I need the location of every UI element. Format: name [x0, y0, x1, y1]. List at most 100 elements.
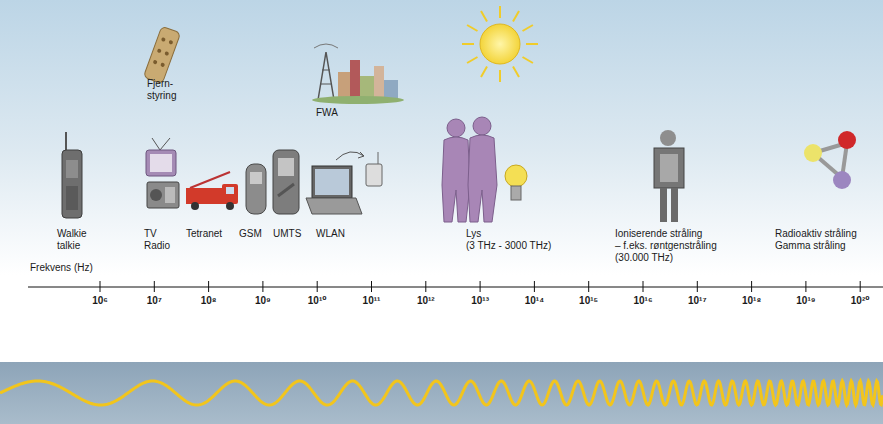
sun-ray [523, 57, 533, 63]
wlan-device-icon-part [336, 152, 364, 160]
frequency-axis [28, 287, 883, 288]
tick-label: 10¹⁰ [308, 295, 327, 307]
xray-person-icon [654, 130, 684, 222]
wave-line [0, 381, 883, 405]
molecule-icon [804, 131, 856, 189]
axis-ticks [100, 281, 860, 292]
band-label: Lys (3 THz - 3000 THz) [466, 228, 551, 252]
sun-ray [499, 6, 501, 18]
label-line: Gamma stråling [775, 240, 857, 252]
wlan-device-icon [336, 152, 382, 186]
axis-tick [154, 281, 155, 292]
remote-control-icon-part [160, 62, 165, 67]
tick-label: 10¹³ [471, 295, 489, 307]
sun-ray [499, 70, 501, 82]
axis-tick [534, 281, 535, 292]
label-line: GSM [239, 228, 262, 240]
city-fwa-icon-part [320, 84, 332, 85]
city-fwa-icon [312, 44, 404, 104]
sun-ray [467, 25, 477, 31]
label-line: Tetranet [186, 228, 222, 240]
city-fwa-icon-part [318, 52, 334, 100]
axis-tick [371, 281, 372, 292]
device-label: GSM [239, 228, 262, 240]
label-line: Radio [144, 240, 170, 252]
sun-ray [481, 11, 487, 21]
sun-ray [481, 67, 487, 77]
band-label: Ioniserende stråling – f.eks. røntgenstr… [615, 228, 717, 264]
tick-label: 10¹⁴ [525, 295, 544, 307]
umts-phone-icon [273, 150, 299, 214]
label-line: Radioaktiv stråling [775, 228, 857, 240]
walkie-talkie-icon [62, 132, 82, 218]
city-fwa-icon-part [338, 72, 350, 100]
axis-tick [751, 281, 752, 292]
device-label: Walkie talkie [57, 228, 87, 252]
device-label: TV Radio [144, 228, 170, 252]
people-icon-part [442, 137, 470, 222]
label-line: WLAN [316, 228, 345, 240]
tick-label: 10⁶ [92, 295, 108, 307]
remote-control-icon-part [157, 48, 162, 53]
tick-label: 10¹¹ [363, 295, 381, 307]
light-bulb-icon [505, 165, 527, 200]
axis-tick [805, 281, 806, 292]
sun-ray [513, 67, 519, 77]
label-line: (30.000 THz) [615, 252, 717, 264]
fire-truck-icon-part [222, 184, 238, 204]
fire-truck-icon-part [186, 188, 224, 204]
device-label: Tetranet [186, 228, 222, 240]
city-fwa-icon-part [314, 44, 338, 48]
axis-tick [697, 281, 698, 292]
wave-band [0, 362, 883, 424]
device-label: FWA [316, 107, 338, 119]
remote-control-icon-part [164, 51, 169, 56]
umts-phone-icon-part [278, 184, 294, 196]
xray-person-icon-part [660, 188, 667, 222]
remote-control-icon [143, 26, 180, 84]
people-icon-part [473, 117, 491, 135]
fire-truck-icon-part [226, 187, 234, 194]
device-label: Fjern- styring [147, 78, 176, 102]
axis-tick [425, 281, 426, 292]
label-line: FWA [316, 107, 338, 119]
sun-ray [467, 57, 477, 63]
people-icon [442, 117, 497, 222]
city-fwa-icon-part [374, 66, 384, 100]
radio-icon [147, 182, 179, 208]
city-fwa-icon-part [322, 70, 330, 71]
people-icon-part [447, 119, 465, 137]
xray-person-icon-part [660, 130, 676, 146]
remote-control-icon-part [143, 26, 180, 84]
molecule-icon-part [804, 144, 822, 162]
walkie-talkie-icon-part [65, 132, 67, 152]
axis-tick [588, 281, 589, 292]
walkie-talkie-icon-part [66, 186, 78, 210]
tick-label: 10²⁰ [851, 295, 870, 307]
walkie-talkie-icon-part [66, 160, 78, 178]
molecule-icon-part [833, 171, 851, 189]
axis-tick [317, 281, 318, 292]
band-label: Radioaktiv stråling Gamma stråling [775, 228, 857, 252]
tick-label: 10¹⁵ [579, 295, 598, 307]
gsm-phone-icon-part [250, 172, 262, 184]
xray-person-icon-part [660, 154, 678, 182]
wlan-device-icon-part [378, 152, 379, 164]
city-fwa-icon-part [312, 96, 404, 104]
fire-truck-icon-part [191, 202, 199, 210]
axis-title: Frekvens (Hz) [30, 262, 93, 274]
tick-label: 10¹⁹ [796, 295, 815, 307]
sky-background [0, 0, 883, 275]
axis-tick [208, 281, 209, 292]
remote-control-icon-part [161, 37, 166, 42]
remote-control-icon-part [168, 40, 173, 45]
radio-icon-part [165, 187, 175, 203]
label-line: Fjern- [147, 78, 176, 90]
label-line: (3 THz - 3000 THz) [466, 240, 551, 252]
radio-icon-part [147, 182, 179, 208]
tv-icon-part [152, 138, 160, 150]
sun-icon [462, 6, 538, 82]
tv-icon-part [150, 154, 172, 172]
